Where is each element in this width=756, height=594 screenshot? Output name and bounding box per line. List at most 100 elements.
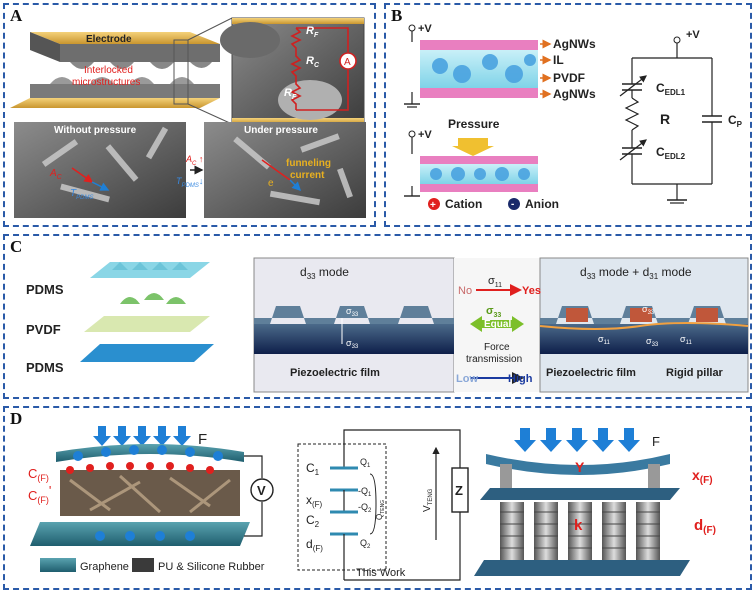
high-label: High [508, 373, 533, 385]
tpdms-arrow-label: TPDMS↓ [176, 176, 203, 189]
pvdf-c-label: PVDF [26, 322, 61, 337]
il-label: IL [553, 53, 564, 67]
q2-label: Q2 [360, 538, 371, 550]
agnws-bottom-label: AgNWs [553, 87, 596, 101]
electron-label: e [268, 178, 274, 189]
legend-graphene: Graphene [80, 561, 129, 573]
z-label: Z [455, 483, 463, 498]
piezo-right-label: Piezoelectric film [546, 367, 636, 379]
d33-mode-label: d33 mode [300, 265, 349, 281]
d-right-label: d(F) [694, 517, 716, 536]
interlocked-label-2: microstructures [72, 77, 140, 88]
ammeter-label: A [344, 57, 351, 68]
cation-icon [428, 198, 440, 210]
x-right-label: x(F) [692, 467, 713, 486]
plus-v-top: +V [418, 23, 432, 35]
panel-label-d: D [10, 409, 23, 428]
svg-text:+: + [430, 200, 436, 211]
y-label: Y [575, 459, 585, 475]
interlocked-label-1: Interlocked [84, 65, 133, 76]
resistor-r [624, 97, 640, 131]
electrode-top [30, 32, 220, 44]
d33-d31-mode-label: d33 mode + d31 mode [580, 265, 692, 281]
force-label-1: Force [484, 342, 510, 353]
resistor-top-label: RF [306, 25, 319, 39]
force-label-2: transmission [466, 354, 522, 365]
voltmeter-label: V [257, 483, 266, 498]
cf-bot-label: C(F)' [28, 483, 51, 505]
legend-pu: PU & Silicone Rubber [158, 561, 265, 573]
tpdms-left-label: TPDMS [70, 188, 93, 201]
cedl2-label: CEDL2 [656, 145, 686, 161]
dashed-box [297, 443, 387, 571]
xf-label: x(F) [306, 493, 323, 509]
piezo-left-label: Piezoelectric film [290, 367, 380, 379]
panel-label-c: C [10, 237, 23, 256]
pressure-label: Pressure [448, 117, 500, 131]
panel-label-b: B [391, 6, 403, 25]
s11-left: σ11 [598, 334, 610, 346]
s33-top-left: σ33 [346, 306, 359, 318]
c1-label: C1 [306, 461, 320, 477]
no-label: No [458, 285, 472, 297]
agnws-top-label: AgNWs [553, 37, 596, 51]
mq2-label: -Q2 [358, 502, 372, 514]
mq1-label: -Q1 [358, 486, 372, 498]
s33-top-right: σ33 [642, 304, 655, 316]
equal-label: Equal [484, 319, 511, 330]
plus-v-circuit: +V [686, 29, 700, 41]
cedl1-label: CEDL1 [656, 81, 686, 97]
low-label: Low [456, 373, 478, 385]
panel-d-drawing [30, 426, 690, 581]
force-left-label: F [198, 431, 207, 448]
pdms-bottom-label: PDMS [26, 360, 64, 375]
cation-label: Cation [445, 197, 482, 211]
cp-label: CP [728, 113, 743, 129]
rigid-pillar-label: Rigid pillar [666, 367, 724, 379]
under-pressure-label: Under pressure [244, 125, 318, 136]
resistor-chain [290, 27, 302, 110]
c2-label: C2 [306, 513, 320, 529]
funneling-label-1: funneling [286, 158, 331, 169]
impedance-z [451, 467, 469, 513]
anion-icon [508, 198, 520, 210]
sigma33-label: σ33 [486, 305, 501, 319]
cf-top-label: C(F) [28, 466, 49, 483]
resistor-bot-label: RF [284, 87, 297, 101]
s11-right: σ11 [680, 334, 692, 346]
sigma11-label: σ11 [488, 275, 502, 289]
graphene-swatch [40, 558, 76, 572]
panel-c-drawing [80, 257, 749, 393]
panel-a-drawing [10, 17, 366, 218]
resistor-mid-label: RC [306, 55, 320, 69]
s33-bot-right: σ33 [646, 336, 659, 348]
panel-b-drawing: + - [404, 24, 722, 211]
k-label: k [574, 517, 583, 534]
pvdf-label: PVDF [553, 71, 585, 85]
electrode-label: Electrode [86, 34, 132, 45]
df-label: d(F) [306, 537, 323, 553]
ammeter-icon [339, 52, 357, 70]
this-work-label: This Work [356, 567, 406, 579]
yes-label: Yes [522, 285, 541, 297]
panel-c [3, 234, 752, 399]
q1-label: Q1 [360, 457, 371, 469]
s33-bot-left: σ33 [346, 338, 359, 350]
panel-b [384, 3, 752, 227]
panel-d [3, 406, 752, 590]
plus-v-mid: +V [418, 129, 432, 141]
force-right-label: F [652, 434, 660, 449]
r-label: R [660, 111, 670, 127]
voltmeter-icon [250, 478, 274, 502]
ac-left-label: AC [49, 168, 63, 181]
funneling-label-2: current [290, 170, 325, 181]
qteng-label: QTENG [375, 500, 386, 520]
ac-arrow-label: AC ↑ [185, 154, 203, 167]
vteng-label: VTENG [422, 488, 434, 512]
without-pressure-label: Without pressure [54, 125, 137, 136]
pu-swatch [132, 558, 154, 572]
panel-label-a: A [10, 6, 23, 25]
panel-a [3, 3, 376, 227]
pdms-top-label: PDMS [26, 282, 64, 297]
svg-text:-: - [511, 199, 514, 210]
